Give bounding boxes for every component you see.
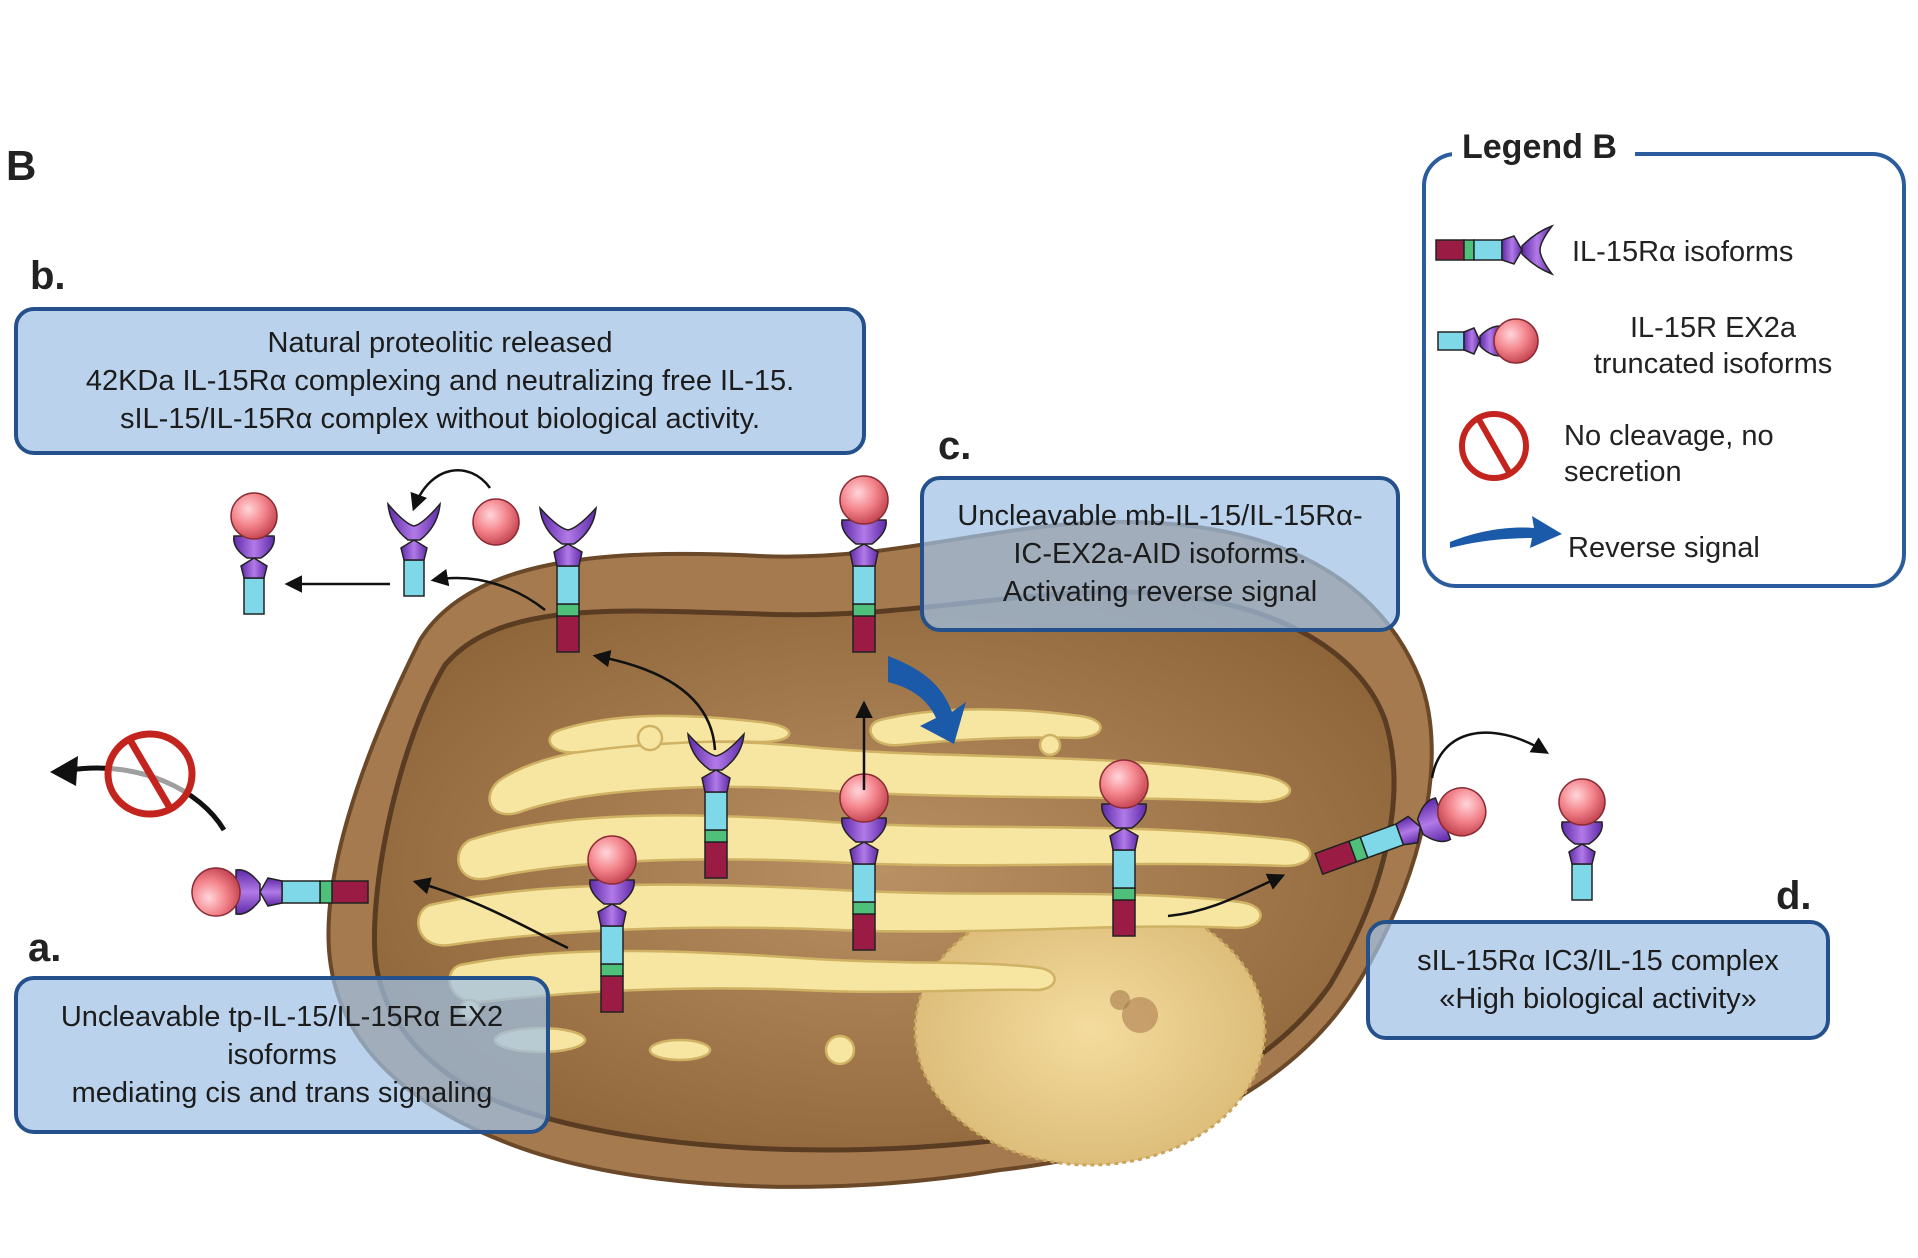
callout-a-line-3: mediating cis and trans signaling: [71, 1077, 493, 1109]
callout-a-line-2: isoforms: [227, 1039, 337, 1071]
arrows: [284, 469, 1549, 950]
soluble-complex-d: [1558, 778, 1606, 901]
callout-box-b: Natural proteolitic released 42KDa IL-15…: [14, 307, 866, 455]
legend-item-3-line-2: secretion: [1564, 456, 1682, 488]
panel-label: B: [6, 142, 37, 189]
label-b: b.: [30, 254, 66, 298]
callout-box-d: sIL-15Rα IC3/IL-15 complex «High biologi…: [1366, 920, 1830, 1040]
label-d: d.: [1776, 874, 1812, 918]
legend-item-receptor-isoforms: IL-15Rα isoforms: [1572, 234, 1793, 270]
legend-title: Legend B: [1452, 128, 1635, 167]
label-c: c.: [938, 424, 972, 468]
callout-c-line-1: Uncleavable mb-IL-15/IL-15Rα-: [957, 500, 1363, 532]
no-cleavage-sign: [104, 730, 196, 818]
legend-item-2-line-2: truncated isoforms: [1593, 348, 1833, 380]
callout-d-line-2: «High biological activity»: [1439, 983, 1757, 1015]
legend-item-no-cleavage: No cleavage, no secretion: [1564, 418, 1774, 490]
callout-b-line-2: 42KDa IL-15Rα complexing and neutralizin…: [85, 365, 795, 397]
legend-icons: [1435, 224, 1562, 548]
callout-d-line-1: sIL-15Rα IC3/IL-15 complex: [1417, 945, 1779, 977]
callout-a-line-1: Uncleavable tp-IL-15/IL-15Rα EX2: [60, 1001, 504, 1033]
legend-item-truncated-isoforms: IL-15R EX2a truncated isoforms: [1578, 310, 1848, 382]
released-receptor-b: [387, 503, 441, 597]
callout-c-line-3: Activating reverse signal: [1002, 576, 1318, 608]
legend-item-2-line-1: IL-15R EX2a: [1629, 312, 1797, 344]
legend-item-1-label: IL-15Rα isoforms: [1572, 236, 1794, 268]
legend-item-3-line-1: No cleavage, no: [1564, 420, 1774, 452]
callout-box-c: Uncleavable mb-IL-15/IL-15Rα- IC-EX2a-AI…: [920, 476, 1400, 632]
callout-b-line-1: Natural proteolitic released: [267, 327, 613, 359]
callout-b-line-3: sIL-15/IL-15Rα complex without biologica…: [119, 403, 760, 435]
callout-c-line-2: IC-EX2a-AID isoforms.: [1013, 538, 1307, 570]
callout-box-a: Uncleavable tp-IL-15/IL-15Rα EX2 isoform…: [14, 976, 550, 1134]
reverse-signal-arrow: [888, 656, 966, 744]
legend-box: [1422, 152, 1906, 588]
label-a: a.: [28, 926, 62, 970]
nucleus: [913, 893, 1267, 1167]
legend-item-reverse-signal: Reverse signal: [1568, 530, 1760, 566]
free-il15-ball: [472, 498, 520, 546]
released-complex-b: [230, 492, 278, 615]
legend-item-4-label: Reverse signal: [1568, 532, 1760, 564]
